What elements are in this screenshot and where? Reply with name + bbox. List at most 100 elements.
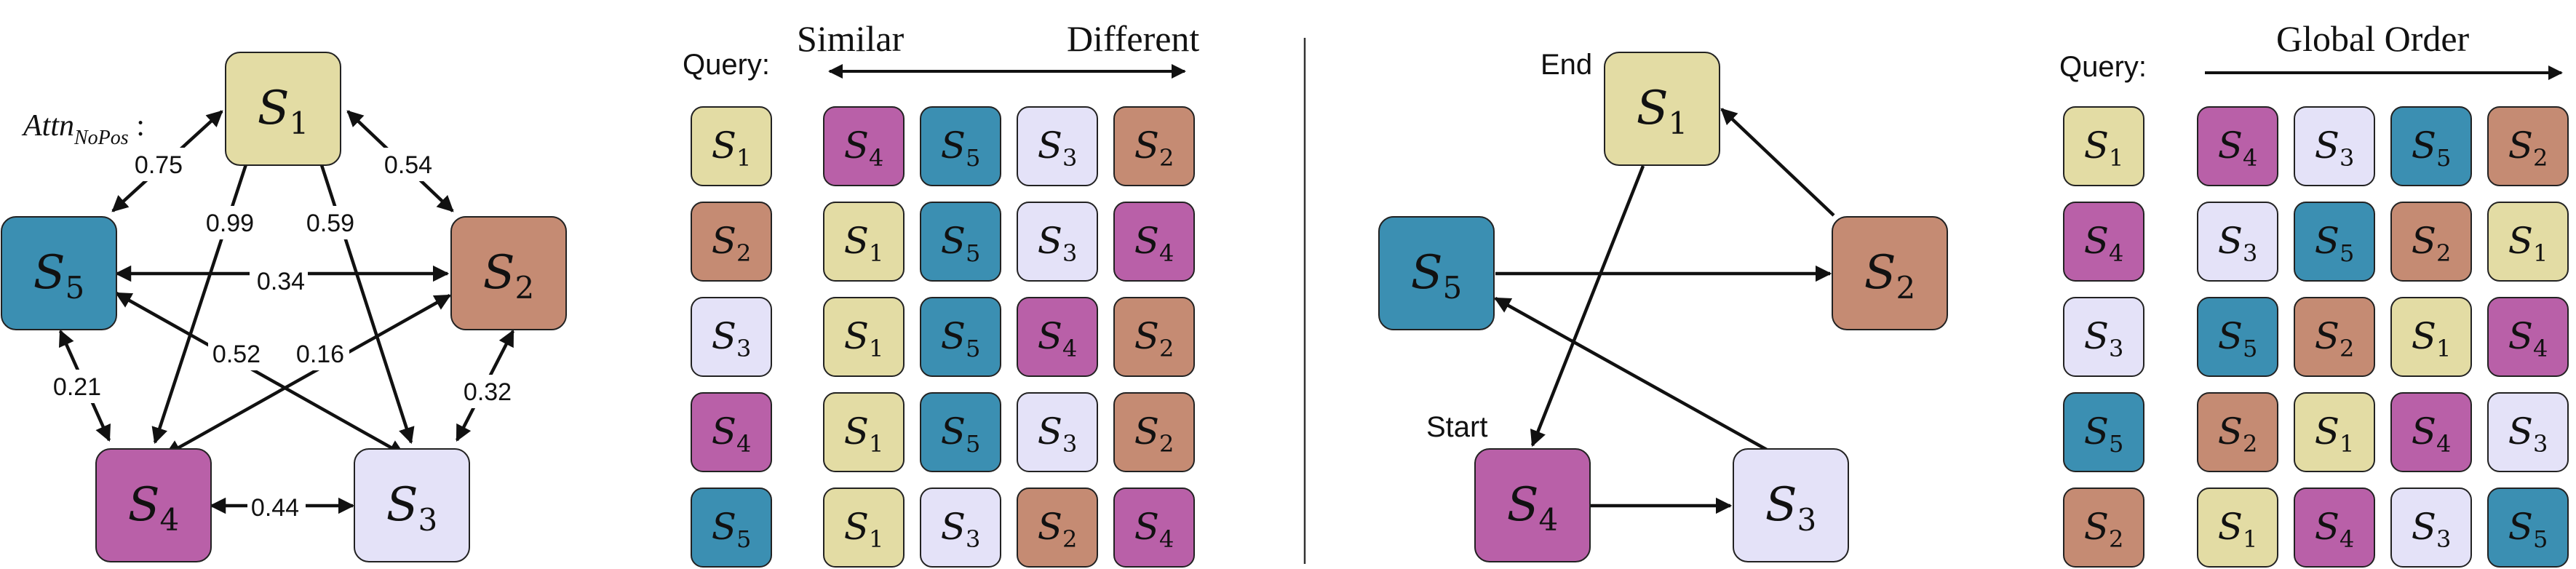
path-node-s5: S5 bbox=[1378, 216, 1495, 330]
path-node-s4: S4 bbox=[1474, 448, 1591, 562]
svg-text:S3: S3 bbox=[1765, 478, 1817, 538]
query-tile: S3 bbox=[691, 297, 772, 377]
svg-text:S5: S5 bbox=[2315, 220, 2355, 267]
query-label-p2: Query: bbox=[683, 49, 770, 81]
svg-text:S1: S1 bbox=[844, 410, 884, 458]
node-s5: S5 bbox=[1, 216, 117, 330]
svg-text:S1: S1 bbox=[844, 220, 884, 267]
svg-text:S5: S5 bbox=[941, 220, 981, 267]
ranked-tile: S3 bbox=[1017, 106, 1098, 186]
svg-text:S1: S1 bbox=[844, 506, 884, 553]
ranked-tile: S1 bbox=[823, 202, 905, 282]
svg-text:S3: S3 bbox=[2508, 410, 2548, 458]
svg-text:S5: S5 bbox=[941, 410, 981, 458]
query-label-p4: Query: bbox=[2059, 51, 2147, 83]
different-label: Different bbox=[1067, 18, 1199, 59]
svg-text:S5: S5 bbox=[2218, 315, 2258, 362]
ranked-tile: S3 bbox=[920, 488, 1001, 568]
svg-text:S5: S5 bbox=[1411, 246, 1463, 306]
path-node-s1: S1 bbox=[1604, 52, 1720, 166]
svg-text:S1: S1 bbox=[1637, 81, 1688, 141]
ranked-tile: S1 bbox=[823, 392, 905, 472]
query-tile: S1 bbox=[2063, 106, 2144, 186]
svg-text:S1: S1 bbox=[2412, 315, 2452, 362]
svg-text:S3: S3 bbox=[2315, 124, 2355, 172]
svg-text:S2: S2 bbox=[1038, 506, 1078, 553]
ranked-tile: S2 bbox=[2294, 297, 2375, 377]
svg-text:S1: S1 bbox=[258, 81, 309, 141]
ranked-tile: S5 bbox=[920, 202, 1001, 282]
path-node-s2: S2 bbox=[1832, 216, 1948, 330]
svg-text:S2: S2 bbox=[2508, 124, 2548, 172]
edge-weight-labels: 0.75 0.54 0.34 0.99 0.59 0.52 0.16 0.21 … bbox=[49, 148, 516, 525]
ranked-tile: S5 bbox=[2294, 202, 2375, 282]
ranked-tile: S3 bbox=[2487, 392, 2569, 472]
ranked-tile: S5 bbox=[920, 106, 1001, 186]
svg-text:S3: S3 bbox=[386, 478, 438, 538]
svg-text:S1: S1 bbox=[2508, 220, 2548, 267]
query-tile: S4 bbox=[691, 392, 772, 472]
weight-s1-s2: 0.54 bbox=[384, 151, 432, 179]
svg-text:S4: S4 bbox=[2315, 506, 2355, 553]
ranked-tile: S2 bbox=[1113, 106, 1195, 186]
svg-text:S3: S3 bbox=[1038, 124, 1078, 172]
svg-text:S4: S4 bbox=[1507, 478, 1559, 538]
ranked-tile: S3 bbox=[2294, 106, 2375, 186]
attention-edges bbox=[58, 110, 515, 514]
attn-label-main: Attn bbox=[21, 109, 74, 143]
svg-text:S5: S5 bbox=[712, 506, 752, 553]
node-s2: S2 bbox=[450, 216, 567, 330]
ranked-tile: S2 bbox=[1113, 392, 1195, 472]
path-edge-s1-s4 bbox=[1530, 165, 1645, 447]
ranked-tile: S5 bbox=[2487, 488, 2569, 568]
global-order-label: Global Order bbox=[2276, 18, 2470, 59]
weight-s4-s2: 0.16 bbox=[296, 341, 344, 368]
query-tile: S5 bbox=[2063, 392, 2144, 472]
ranked-tile: S5 bbox=[920, 297, 1001, 377]
path-edge-s2-s1 bbox=[1720, 108, 1835, 217]
svg-text:S2: S2 bbox=[483, 246, 535, 306]
svg-text:S4: S4 bbox=[2084, 220, 2124, 267]
ranked-tile: S2 bbox=[1017, 488, 1098, 568]
svg-text:S1: S1 bbox=[2218, 506, 2258, 553]
path-edge-s3-s5 bbox=[1494, 297, 1768, 451]
weight-s1-s4: 0.99 bbox=[206, 210, 254, 237]
svg-text:S2: S2 bbox=[1134, 124, 1174, 172]
ranked-tile: S1 bbox=[823, 488, 905, 568]
ranked-tile: S3 bbox=[2197, 202, 2278, 282]
weight-s1-s3: 0.59 bbox=[306, 210, 354, 237]
svg-text:S1: S1 bbox=[2315, 410, 2355, 458]
ranked-tile: S4 bbox=[2390, 392, 2472, 472]
weight-s4-s3: 0.44 bbox=[251, 494, 299, 522]
weight-s2-s3: 0.32 bbox=[464, 378, 512, 406]
ranked-tile: S2 bbox=[2487, 106, 2569, 186]
svg-text:S4: S4 bbox=[844, 124, 884, 172]
svg-text:S3: S3 bbox=[2084, 315, 2124, 362]
svg-text:S5: S5 bbox=[941, 124, 981, 172]
node-s4: S4 bbox=[95, 448, 212, 562]
svg-text:S5: S5 bbox=[2508, 506, 2548, 553]
ranked-tile: S1 bbox=[2487, 202, 2569, 282]
ranked-tile: S2 bbox=[2197, 392, 2278, 472]
svg-text:S5: S5 bbox=[2412, 124, 2452, 172]
ranked-tile: S3 bbox=[1017, 202, 1098, 282]
svg-text:S5: S5 bbox=[941, 315, 981, 362]
panel-path-graph: End Start S1 S5 S2 S4 S3 bbox=[1378, 49, 1948, 562]
query-tile: S3 bbox=[2063, 297, 2144, 377]
ranked-tile: S1 bbox=[2294, 392, 2375, 472]
ranked-tile: S4 bbox=[1113, 202, 1195, 282]
svg-text:S4: S4 bbox=[1038, 315, 1078, 362]
svg-text:S2: S2 bbox=[1864, 246, 1916, 306]
weight-s1-s5: 0.75 bbox=[135, 151, 183, 179]
query-tile: S5 bbox=[691, 488, 772, 568]
svg-text:S4: S4 bbox=[1134, 506, 1174, 553]
svg-text:S4: S4 bbox=[128, 478, 180, 538]
svg-text:S5: S5 bbox=[2084, 410, 2124, 458]
svg-text:S2: S2 bbox=[1134, 315, 1174, 362]
ranked-tile: S2 bbox=[2390, 202, 2472, 282]
query-tile: S4 bbox=[2063, 202, 2144, 282]
start-label: Start bbox=[1426, 411, 1487, 443]
node-s3: S3 bbox=[354, 448, 470, 562]
ranked-tile: S1 bbox=[2197, 488, 2278, 568]
